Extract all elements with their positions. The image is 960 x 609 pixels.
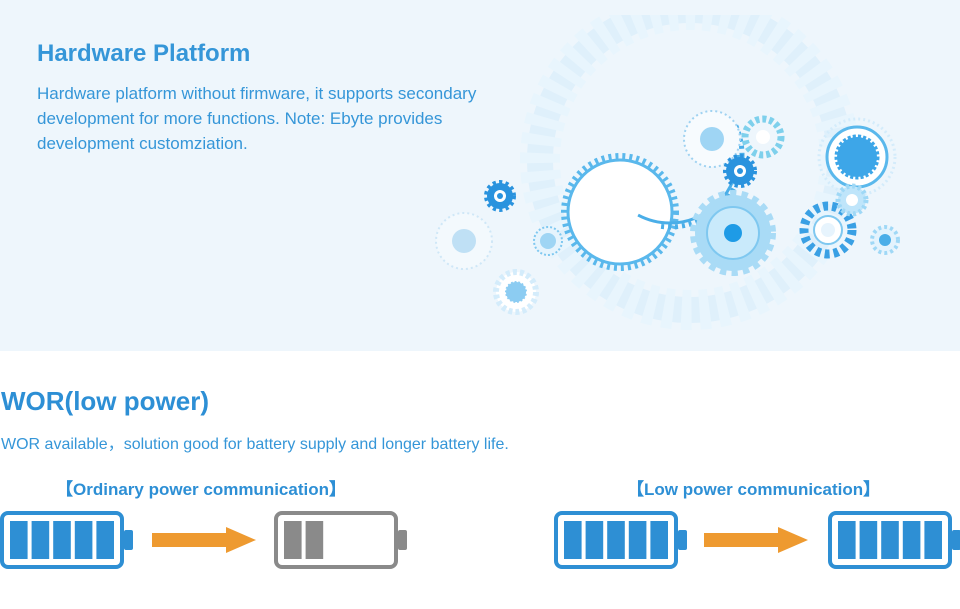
battery-cell [924,521,942,559]
battery-terminal [124,530,133,550]
wor-title: WOR(low power) [1,386,209,416]
battery-terminal [398,530,407,550]
battery-cell [902,521,921,559]
battery-cell [881,521,899,559]
battery-cell [53,521,71,559]
battery-cell [607,521,625,559]
battery-cell [859,521,878,559]
battery-terminal [952,530,960,550]
hardware-platform-description: Hardware platform without firmware, it s… [37,84,477,153]
battery-cell [585,521,604,559]
battery-cell [10,521,28,559]
battery-cell [74,521,93,559]
battery-terminal [678,530,687,550]
hardware-platform-section: Hardware Platform Hardware platform with… [0,0,960,351]
low-power-label: 【Low power communication】 [627,480,881,499]
wor-description: WOR available，solution good for battery … [1,436,509,453]
battery-cell [305,521,324,559]
battery-icon [828,511,960,569]
hardware-platform-title: Hardware Platform [37,40,251,67]
arrow-right-icon [704,527,808,553]
battery-icon [274,511,407,569]
battery-icon [554,511,687,569]
arrow-shape [152,527,256,553]
arrow-right-icon [152,527,256,553]
battery-cell [564,521,582,559]
battery-cell [31,521,50,559]
battery-cell [96,521,114,559]
battery-cell [284,521,302,559]
battery-cell [838,521,856,559]
arrow-shape [704,527,808,553]
battery-cell [628,521,647,559]
battery-icon [0,511,133,569]
gear-cluster-illustration [435,15,900,330]
ordinary-power-label: 【Ordinary power communication】 [56,480,346,499]
battery-cell [650,521,668,559]
